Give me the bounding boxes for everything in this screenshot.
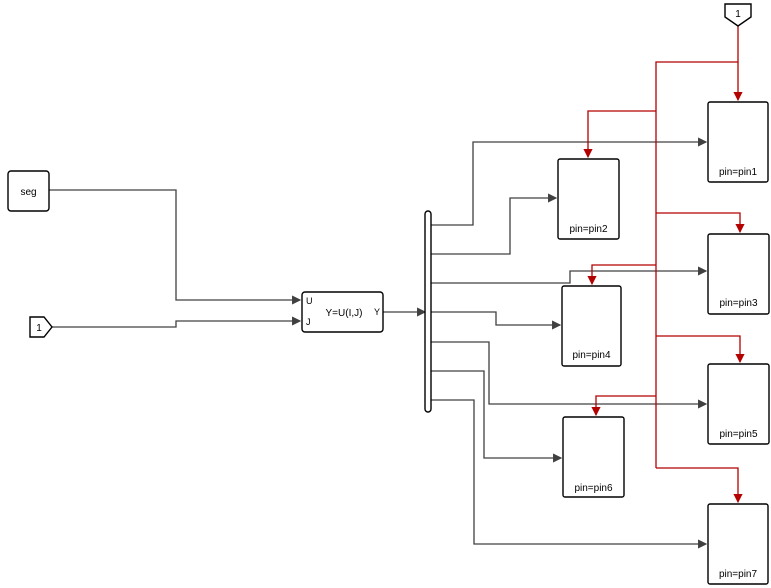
wire-to-pin6[interactable]	[431, 370, 563, 463]
port-y-label: Y	[374, 307, 380, 317]
wire-in1-to-j[interactable]	[52, 316, 302, 328]
wire-to-pin7[interactable]	[431, 399, 708, 549]
pin6-label: pin=pin6	[574, 483, 613, 494]
event-wire-pin6[interactable]	[591, 395, 656, 417]
wire-to-pin4[interactable]	[431, 311, 562, 330]
event-wire-pin3[interactable]	[656, 212, 745, 234]
pin7-block[interactable]: pin=pin7	[707, 503, 769, 585]
event-wires	[583, 26, 745, 504]
pin1-label: pin=pin1	[719, 167, 758, 178]
pin1-block[interactable]: pin=pin1	[707, 101, 769, 183]
event-inport-label: 1	[735, 9, 741, 20]
pin2-label: pin=pin2	[569, 224, 608, 235]
pin3-block[interactable]: pin=pin3	[707, 233, 770, 315]
demux-block[interactable]	[424, 210, 432, 413]
seg-source-label: seg	[20, 187, 36, 198]
data-wires	[49, 137, 708, 549]
pin6-block[interactable]: pin=pin6	[562, 416, 625, 498]
pin3-label: pin=pin3	[719, 298, 758, 309]
event-wire-pin7[interactable]	[656, 467, 743, 504]
pin4-block[interactable]: pin=pin4	[561, 285, 622, 367]
inport-label: 1	[36, 323, 42, 334]
pin5-block[interactable]: pin=pin5	[707, 363, 770, 445]
wire-to-pin3[interactable]	[431, 266, 708, 284]
event-wire-pin2[interactable]	[583, 110, 656, 159]
selector-expression: Y=U(I,J)	[326, 308, 363, 319]
event-wire-pin5[interactable]	[656, 335, 745, 364]
pin2-block[interactable]: pin=pin2	[557, 158, 620, 240]
pin5-label: pin=pin5	[719, 429, 758, 440]
wire-seg-to-u[interactable]	[49, 189, 302, 305]
selector-block[interactable]: U J Y=U(I,J) Y	[301, 291, 384, 333]
pin4-label: pin=pin4	[572, 350, 611, 361]
pin7-label: pin=pin7	[719, 569, 758, 580]
inport-block[interactable]: 1	[29, 316, 53, 338]
port-j-label: J	[306, 317, 311, 327]
port-u-label: U	[306, 296, 313, 306]
seg-source-block[interactable]: seg	[7, 170, 50, 212]
event-inport-block[interactable]: 1	[724, 3, 752, 27]
event-wire-pin4[interactable]	[587, 264, 656, 286]
wire-to-pin1[interactable]	[431, 137, 708, 226]
wire-to-pin5[interactable]	[431, 341, 708, 409]
wire-to-pin2[interactable]	[431, 193, 558, 255]
